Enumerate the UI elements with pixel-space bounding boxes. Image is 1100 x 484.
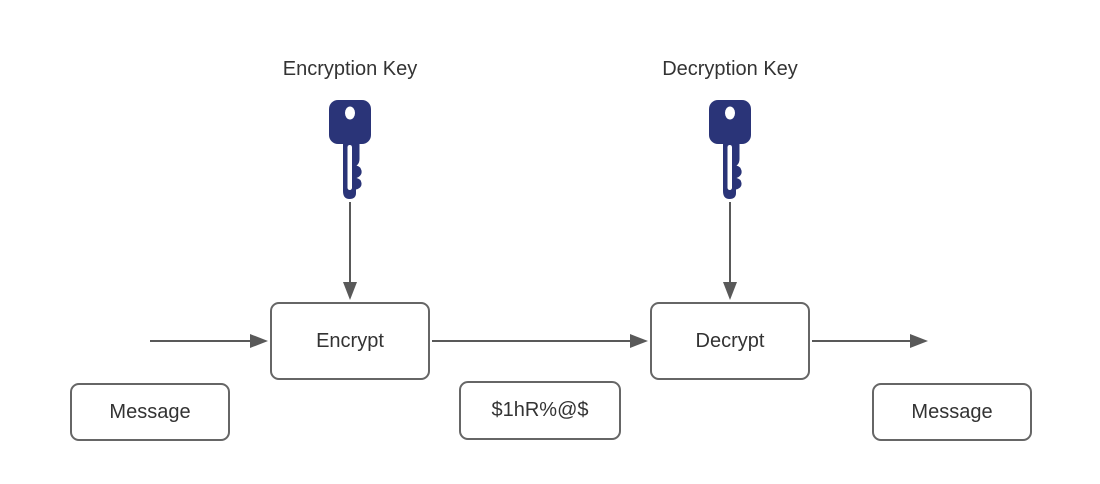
ciphertext-node: $1hR%@$ bbox=[459, 381, 621, 440]
message-output-node: Message bbox=[872, 383, 1032, 441]
arrow-input-to-encrypt bbox=[150, 334, 268, 348]
arrow-encrypt-to-decrypt bbox=[432, 334, 648, 348]
encrypt-node: Encrypt bbox=[270, 302, 430, 380]
encryption-key-icon bbox=[329, 100, 371, 199]
encryption-key-label: Encryption Key bbox=[282, 58, 418, 80]
arrow-decryption-key-to-decrypt bbox=[723, 202, 737, 300]
decrypt-node: Decrypt bbox=[650, 302, 810, 380]
arrow-encryption-key-to-encrypt bbox=[343, 202, 357, 300]
arrow-decrypt-to-output bbox=[812, 334, 928, 348]
message-input-node: Message bbox=[70, 383, 230, 441]
decryption-key-icon bbox=[709, 100, 751, 199]
decryption-key-label: Decryption Key bbox=[662, 58, 798, 80]
